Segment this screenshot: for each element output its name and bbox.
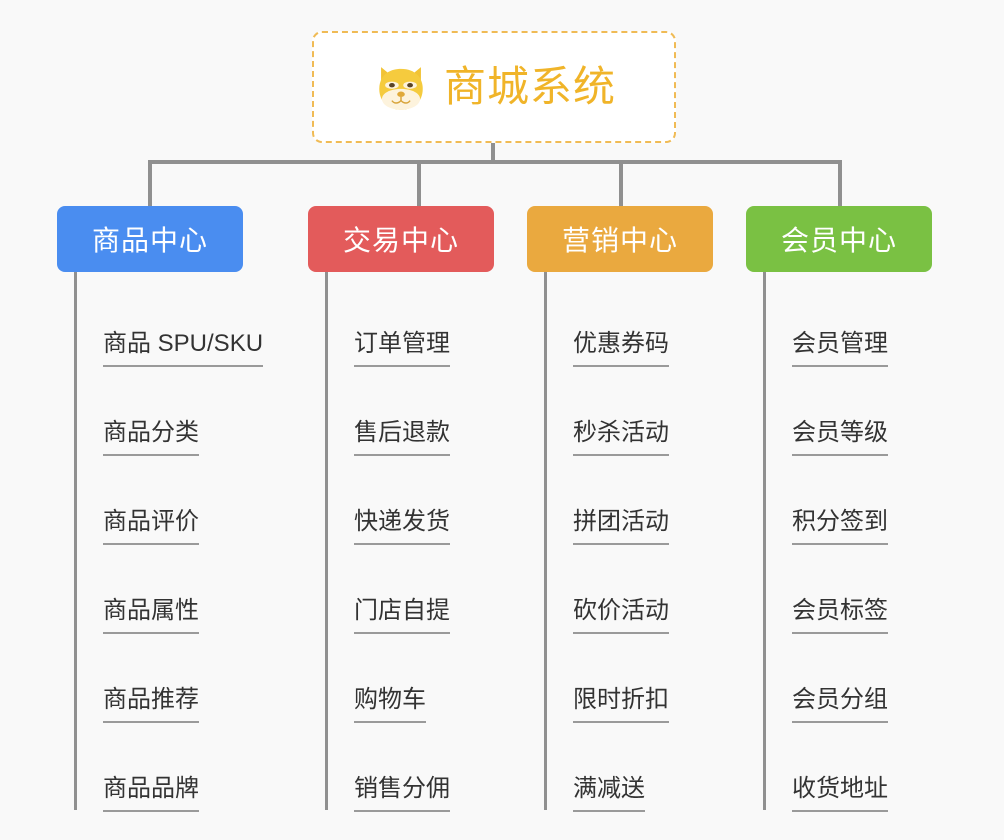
leaf-item[interactable]: 销售分佣 xyxy=(308,723,494,812)
leaf-item[interactable]: 商品评价 xyxy=(57,456,243,545)
leaf-item[interactable]: 商品品牌 xyxy=(57,723,243,812)
category-label: 营销中心 xyxy=(561,225,678,256)
leaf-item[interactable]: 购物车 xyxy=(308,634,494,723)
leaf-item-label: 快递发货 xyxy=(354,508,450,545)
leaf-item[interactable]: 会员管理 xyxy=(746,278,932,367)
leaf-item[interactable]: 满减送 xyxy=(527,723,713,812)
root-title: 商城系统 xyxy=(443,63,616,110)
leaf-item-label: 会员标签 xyxy=(792,597,888,634)
leaf-item-label: 会员等级 xyxy=(792,419,888,456)
leaf-item-label: 拼团活动 xyxy=(573,508,669,545)
branch-drop-connector xyxy=(417,160,421,208)
leaf-item-label: 商品推荐 xyxy=(103,686,199,723)
leaf-item-label: 商品评价 xyxy=(103,508,199,545)
leaf-item[interactable]: 快递发货 xyxy=(308,456,494,545)
leaf-item[interactable]: 积分签到 xyxy=(746,456,932,545)
leaf-spine-connector xyxy=(763,272,766,810)
leaf-item[interactable]: 商品属性 xyxy=(57,545,243,634)
leaf-item-label: 商品品牌 xyxy=(103,775,199,812)
branch-drop-connector xyxy=(148,160,152,208)
leaf-list: 会员管理会员等级积分签到会员标签会员分组收货地址 xyxy=(746,272,932,812)
leaf-item[interactable]: 收货地址 xyxy=(746,723,932,812)
leaf-item[interactable]: 门店自提 xyxy=(308,545,494,634)
branch-column-3: 营销中心优惠券码秒杀活动拼团活动砍价活动限时折扣满减送 xyxy=(527,206,713,812)
category-label: 会员中心 xyxy=(780,225,897,256)
leaf-item-label: 购物车 xyxy=(354,686,426,723)
leaf-list: 订单管理售后退款快递发货门店自提购物车销售分佣 xyxy=(308,272,494,812)
branch-drop-connector xyxy=(619,160,623,208)
branch-drop-connector xyxy=(838,160,842,208)
leaf-item-label: 满减送 xyxy=(573,775,645,812)
leaf-list: 商品 SPU/SKU 商品分类商品评价商品属性商品推荐商品品牌 xyxy=(57,272,264,812)
category-label: 商品中心 xyxy=(91,225,208,256)
leaf-item-label: 销售分佣 xyxy=(354,775,450,812)
branch-column-1: 商品中心商品 SPU/SKU 商品分类商品评价商品属性商品推荐商品品牌 xyxy=(57,206,264,812)
leaf-item[interactable]: 会员等级 xyxy=(746,367,932,456)
category-box[interactable]: 会员中心 xyxy=(746,206,932,272)
leaf-item-label: 砍价活动 xyxy=(573,597,669,634)
trunk-stem-connector xyxy=(491,143,495,164)
leaf-item-label: 会员分组 xyxy=(792,686,888,723)
leaf-item-label: 商品属性 xyxy=(103,597,199,634)
root-node[interactable]: 商城系统 xyxy=(312,31,676,143)
leaf-item-label: 优惠券码 xyxy=(573,330,669,367)
leaf-spine-connector xyxy=(325,272,328,810)
leaf-item[interactable]: 商品 SPU/SKU xyxy=(57,278,264,367)
category-box[interactable]: 交易中心 xyxy=(308,206,494,272)
category-box[interactable]: 营销中心 xyxy=(527,206,713,272)
leaf-item-label: 收货地址 xyxy=(792,775,888,812)
category-box[interactable]: 商品中心 xyxy=(57,206,243,272)
leaf-item[interactable]: 会员分组 xyxy=(746,634,932,723)
leaf-item-label: 订单管理 xyxy=(354,330,450,367)
leaf-item[interactable]: 拼团活动 xyxy=(527,456,713,545)
shiba-inu-dog-face-icon xyxy=(379,67,423,110)
leaf-item[interactable]: 售后退款 xyxy=(308,367,494,456)
leaf-item[interactable]: 砍价活动 xyxy=(527,545,713,634)
leaf-item-label: 秒杀活动 xyxy=(573,419,669,456)
branch-column-4: 会员中心会员管理会员等级积分签到会员标签会员分组收货地址 xyxy=(746,206,932,812)
leaf-item-label: 积分签到 xyxy=(792,508,888,545)
leaf-item-label: 商品 SPU/SKU xyxy=(103,330,264,367)
leaf-spine-connector xyxy=(74,272,77,810)
leaf-item-label: 会员管理 xyxy=(792,330,888,367)
branch-column-2: 交易中心订单管理售后退款快递发货门店自提购物车销售分佣 xyxy=(308,206,494,812)
trunk-horizontal-connector xyxy=(150,160,840,164)
category-label: 交易中心 xyxy=(342,225,459,256)
leaf-item-label: 售后退款 xyxy=(354,419,450,456)
leaf-item[interactable]: 秒杀活动 xyxy=(527,367,713,456)
leaf-item[interactable]: 商品分类 xyxy=(57,367,243,456)
leaf-item-label: 商品分类 xyxy=(103,419,199,456)
leaf-item[interactable]: 会员标签 xyxy=(746,545,932,634)
leaf-spine-connector xyxy=(544,272,547,810)
leaf-item[interactable]: 订单管理 xyxy=(308,278,494,367)
leaf-item-label: 门店自提 xyxy=(354,597,450,634)
leaf-list: 优惠券码秒杀活动拼团活动砍价活动限时折扣满减送 xyxy=(527,272,713,812)
leaf-item[interactable]: 优惠券码 xyxy=(527,278,713,367)
leaf-item-label: 限时折扣 xyxy=(573,686,669,723)
leaf-item[interactable]: 商品推荐 xyxy=(57,634,243,723)
leaf-item[interactable]: 限时折扣 xyxy=(527,634,713,723)
